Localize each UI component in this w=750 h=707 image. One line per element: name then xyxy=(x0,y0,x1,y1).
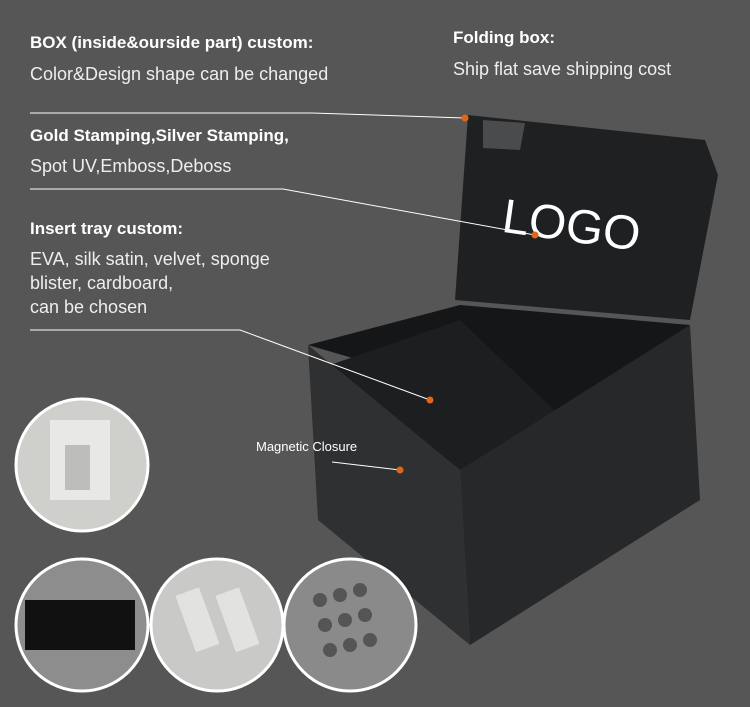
insert-photo-white-tray xyxy=(149,557,285,693)
folding-title: Folding box: xyxy=(453,28,555,47)
insert-line-1: EVA, silk satin, velvet, sponge xyxy=(30,249,270,269)
insert-line-2: blister, cardboard, xyxy=(30,273,174,293)
stamping-title: Gold Stamping,Silver Stamping, xyxy=(30,126,289,145)
box-custom-desc: Color&Design shape can be changed xyxy=(30,64,329,84)
box-lid xyxy=(455,115,718,320)
box-floor xyxy=(330,320,570,470)
box-side xyxy=(460,325,700,645)
callout-dot xyxy=(426,396,434,404)
callout-dot xyxy=(396,466,404,474)
insert-title: Insert tray custom: xyxy=(30,219,184,238)
callout-dot xyxy=(531,231,539,239)
insert-photo-foam xyxy=(282,557,418,693)
stamping-desc: Spot UV,Emboss,Deboss xyxy=(30,156,232,176)
folding-desc: Ship flat save shipping cost xyxy=(453,59,672,79)
box-front xyxy=(308,345,470,645)
box-custom-title: BOX (inside&ourside part) custom: xyxy=(30,33,314,52)
insert-line-3: can be chosen xyxy=(30,297,148,317)
lid-tab xyxy=(483,120,525,150)
callout-dot xyxy=(461,114,469,122)
magnetic-closure-label: Magnetic Closure xyxy=(256,439,358,454)
